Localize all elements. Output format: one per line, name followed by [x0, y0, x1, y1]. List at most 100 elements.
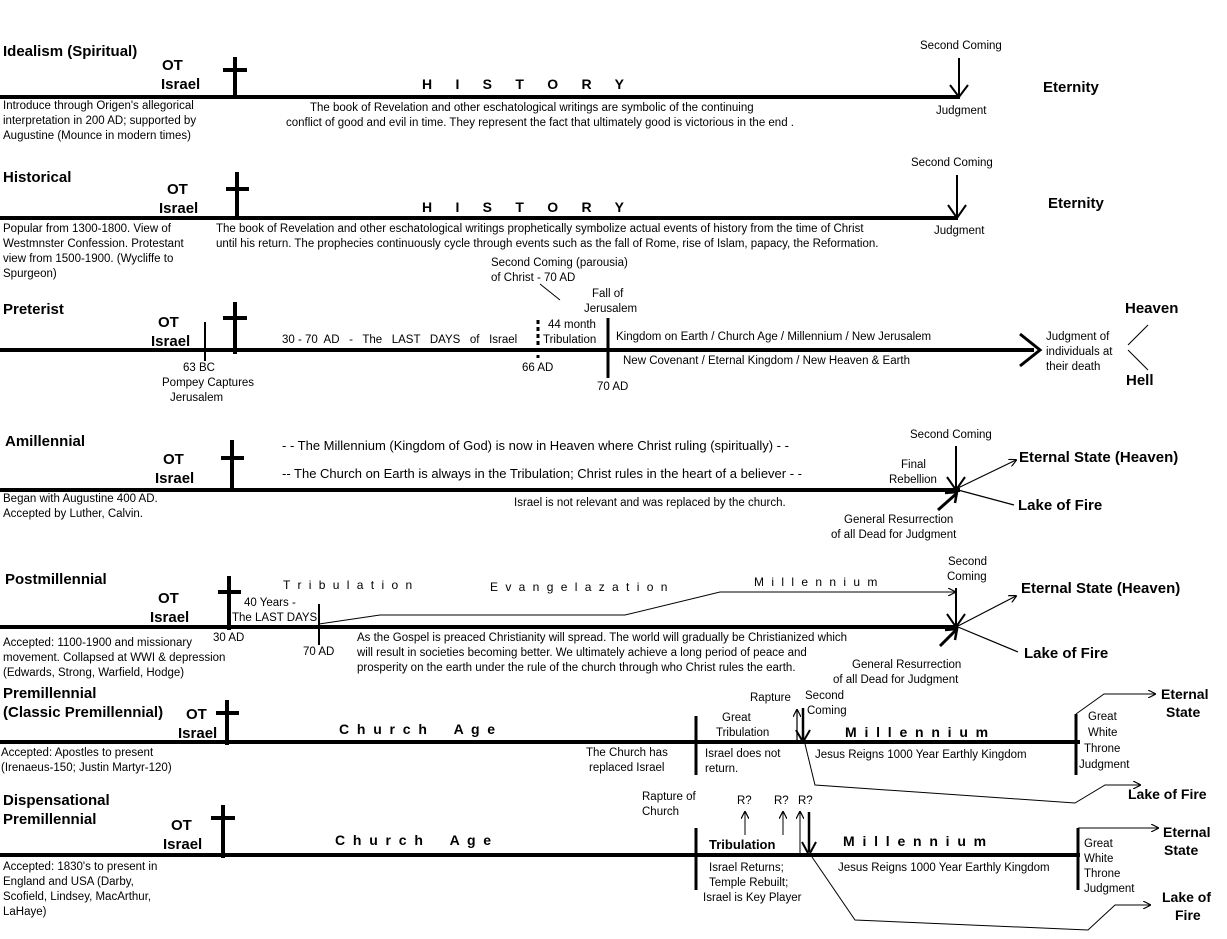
- historical-second-coming: Second Coming: [911, 157, 993, 169]
- dispensational-israel-1: Israel Returns;: [709, 862, 784, 874]
- amillennial-lake-of-fire: Lake of Fire: [1018, 497, 1103, 514]
- preterist-bc-3: Jerusalem: [170, 392, 224, 404]
- dispensational-gwt-3: Throne: [1084, 868, 1121, 880]
- dispensational-eternal-2: State: [1164, 842, 1199, 858]
- postmillennial-note-2: movement. Collapsed at WWI & depression: [3, 652, 226, 664]
- dispensational-israel-label: Israel: [163, 836, 203, 853]
- idealism-note-2: interpretation in 200 AD; supported by: [3, 115, 197, 127]
- dispensational-title-1: Dispensational: [3, 792, 110, 809]
- postmillennial-title: Postmillennial: [5, 571, 107, 588]
- postmillennial-forty-1: 40 Years -: [244, 597, 296, 609]
- dispensational-note-3: Scofield, Lindsey, MacArthur,: [3, 891, 152, 903]
- preterist-bc-2: Pompey Captures: [162, 377, 255, 389]
- postmillennial-second-1: Second: [948, 556, 988, 568]
- premillennial-reigns: Jesus Reigns 1000 Year Earthly Kingdom: [815, 749, 1027, 761]
- amillennial-line-1: - - The Millennium (Kingdom of God) is n…: [282, 438, 789, 453]
- amillennial-note-1: Began with Augustine 400 AD.: [3, 493, 158, 505]
- postmillennial-note-3: (Edwards, Strong, Warfield, Hodge): [3, 667, 185, 679]
- postmillennial-resurrection-2: of all Dead for Judgment: [833, 674, 959, 686]
- amillennial-final-1: Final: [901, 459, 926, 471]
- idealism-second-coming: Second Coming: [920, 40, 1002, 52]
- historical-note-1: Popular from 1300-1800. View of: [3, 223, 171, 235]
- preterist-covenant: New Covenant / Eternal Kingdom / New Hea…: [623, 355, 911, 367]
- historical-note-2: Westmnster Confession. Protestant: [3, 238, 184, 250]
- amillennial-final-2: Rebellion: [889, 474, 937, 486]
- dispensational-rapture-1: Rapture of: [642, 791, 696, 803]
- idealism-history-label: H I S T O R Y: [422, 76, 625, 92]
- dispensational-israel-2: Temple Rebuilt;: [709, 877, 789, 889]
- postmillennial-millennium: M i l l e n n i u m: [754, 575, 880, 589]
- postmillennial-desc-1: As the Gospel is preaced Christianity wi…: [357, 632, 848, 644]
- idealism-eternity: Eternity: [1043, 79, 1099, 96]
- postmillennial-ot-label: OT: [158, 590, 179, 607]
- premillennial-millennium: M i l l e n n i u m: [845, 724, 989, 740]
- premillennial-gwt-1: Great: [1088, 711, 1117, 723]
- dispensational-church-age: C h u r c h A g e: [335, 832, 492, 848]
- dispensational-lake-1: Lake of: [1162, 889, 1212, 905]
- dispensational-r3: R?: [798, 795, 813, 807]
- amillennial-ot-label: OT: [163, 451, 184, 468]
- premillennial-replaced-1: The Church has: [586, 747, 668, 759]
- dispensational-title-2: Premillennial: [3, 811, 97, 828]
- premillennial-note-1: Accepted: Apostles to present: [1, 747, 154, 759]
- dispensational-r2: R?: [774, 795, 789, 807]
- premillennial-eternal-2: State: [1166, 704, 1201, 720]
- premillennial-rapture: Rapture: [750, 692, 791, 704]
- premillennial-note-2: (Irenaeus-150; Justin Martyr-120): [1, 762, 172, 774]
- postmillennial-forty-2: The LAST DAYS: [232, 612, 318, 624]
- preterist-judgment-3: their death: [1046, 361, 1101, 373]
- preterist-bc-1: 63 BC: [183, 362, 215, 374]
- historical-judgment: Judgment: [934, 225, 985, 237]
- dispensational-r1: R?: [737, 795, 752, 807]
- premillennial-great-trib-1: Great: [722, 712, 751, 724]
- preterist-judgment-1: Judgment of: [1046, 331, 1110, 343]
- premillennial-gwt-4: Judgment: [1079, 759, 1130, 771]
- idealism-judgment: Judgment: [936, 105, 987, 117]
- amillennial-line-2: -- The Church on Earth is always in the …: [282, 466, 802, 481]
- dispensational-reigns: Jesus Reigns 1000 Year Earthly Kingdom: [838, 862, 1050, 874]
- premillennial-second-2: Coming: [807, 705, 847, 717]
- preterist-ot-label: OT: [158, 314, 179, 331]
- premillennial-great-trib-2: Tribulation: [716, 727, 770, 739]
- preterist-israel-label: Israel: [151, 333, 191, 350]
- postmillennial-evangelization: E v a n g e l a z a t i o n: [490, 580, 670, 594]
- postmillennial-30ad: 30 AD: [213, 632, 245, 644]
- postmillennial-eternal-state: Eternal State (Heaven): [1021, 580, 1181, 597]
- amillennial-second-coming: Second Coming: [910, 429, 992, 441]
- premillennial-gwt-2: White: [1088, 727, 1118, 739]
- historical-desc-2: until his return. The prophecies continu…: [216, 238, 879, 250]
- historical-history-label: H I S T O R Y: [422, 199, 625, 215]
- premillennial-ot-label: OT: [186, 706, 207, 723]
- dispensational-note-4: LaHaye): [3, 906, 47, 918]
- amillennial-note-2: Accepted by Luther, Calvin.: [3, 508, 143, 520]
- dispensational-rapture-2: Church: [642, 806, 680, 818]
- dispensational-gwt-2: White: [1084, 853, 1114, 865]
- postmillennial-resurrection-1: General Resurrection: [852, 659, 962, 671]
- preterist-title: Preterist: [3, 301, 64, 318]
- postmillennial-desc-2: will result in societies becoming better…: [357, 647, 807, 659]
- premillennial-eternal-1: Eternal: [1161, 686, 1209, 702]
- preterist-hell: Hell: [1126, 372, 1154, 389]
- historical-desc-1: The book of Revelation and other eschato…: [216, 223, 864, 235]
- preterist-70ad: 70 AD: [597, 381, 629, 393]
- dispensational-note-2: England and USA (Darby,: [3, 876, 134, 888]
- premillennial-no-return-2: return.: [705, 763, 739, 775]
- amillennial-eternal-state: Eternal State (Heaven): [1019, 449, 1179, 466]
- dispensational-note-1: Accepted: 1830's to present in: [3, 861, 158, 873]
- premillennial-no-return-1: Israel does not: [705, 748, 781, 760]
- postmillennial-note-1: Accepted: 1100-1900 and missionary: [3, 637, 193, 649]
- idealism-israel-label: Israel: [161, 76, 201, 93]
- postmillennial-70ad: 70 AD: [303, 646, 335, 658]
- historical-israel-label: Israel: [159, 200, 199, 217]
- historical-title: Historical: [3, 169, 72, 186]
- dispensational-israel-3: Israel is Key Player: [703, 892, 802, 904]
- premillennial-church-age: C h u r c h A g e: [339, 721, 496, 737]
- preterist-fall-1: Fall of: [592, 288, 624, 300]
- idealism-title: Idealism (Spiritual): [3, 43, 138, 60]
- idealism-note-3: Augustine (Mounce in modern times): [3, 130, 191, 142]
- idealism-note-1: Introduce through Origen's allegorical: [3, 100, 194, 112]
- dispensational-tribulation: Tribulation: [709, 837, 776, 852]
- dispensational-ot-label: OT: [171, 817, 192, 834]
- amillennial-resurrection-2: of all Dead for Judgment: [831, 529, 957, 541]
